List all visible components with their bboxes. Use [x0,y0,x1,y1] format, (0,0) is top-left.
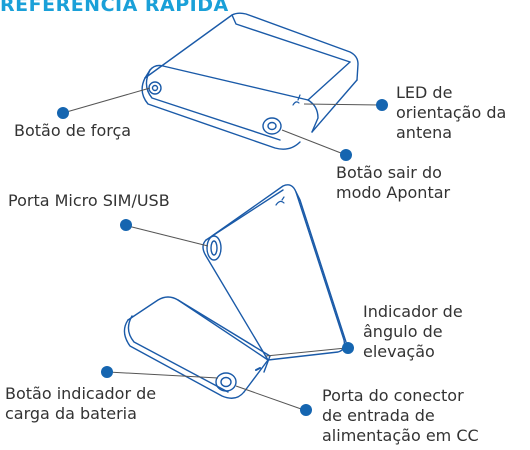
page-title: REFERÊNCIA RÁPIDA [0,0,229,16]
label-elevation-1: Indicador de [363,302,463,321]
label-battery-1: Botão indicador de [5,384,157,403]
device-closed [141,12,359,150]
label-dc-2: de entrada de [322,406,435,425]
callout-dot [101,366,113,378]
label-elevation-2: ângulo de [363,322,443,341]
callout-dot [120,219,132,231]
label-exit-point-2: modo Apontar [336,183,451,202]
label-exit-point-1: Botão sair do [336,163,442,182]
callout-dot [57,107,69,119]
label-antenna-led-3: antena [396,123,453,142]
label-micro-sim-usb: Porta Micro SIM/USB [8,191,170,210]
leader-lines [62,87,381,411]
callout-dot [342,342,354,354]
callout-dot [376,99,388,111]
callout-dot [300,404,312,416]
callout-dots [57,99,388,416]
label-antenna-led-1: LED de [396,83,453,102]
label-dc-3: alimentação em CC [322,426,479,445]
label-antenna-led-2: orientação da [396,103,507,122]
label-dc-1: Porta do conector [322,386,464,405]
label-battery-2: carga da bateria [5,404,137,423]
device-open [123,184,347,399]
label-power-button: Botão de força [14,121,132,140]
callout-dot [340,149,352,161]
label-elevation-3: elevação [363,342,435,361]
